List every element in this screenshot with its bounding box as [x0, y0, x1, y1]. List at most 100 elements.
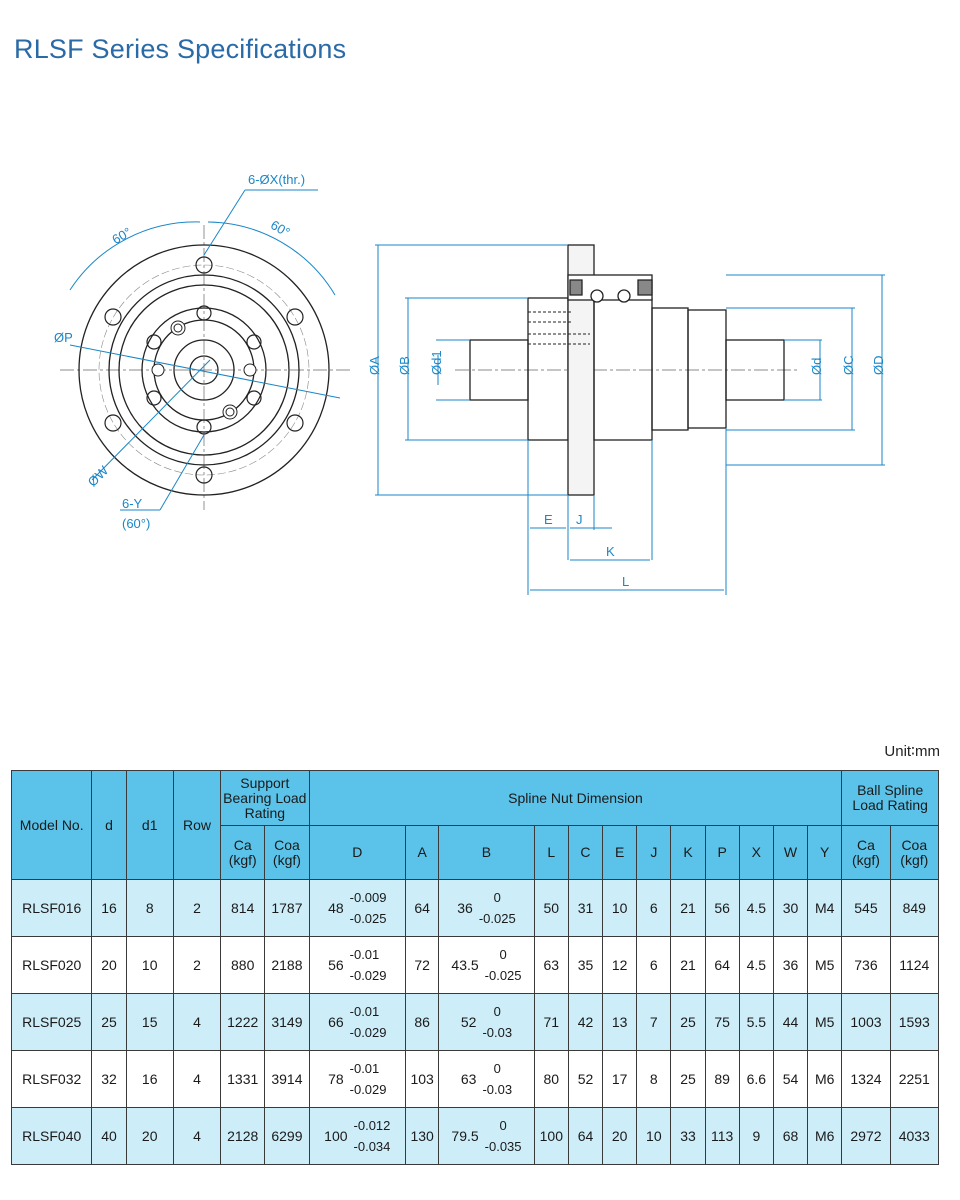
- angle-left-label: 60°: [109, 224, 134, 247]
- cell-C: 64: [567, 1107, 604, 1165]
- len-l-label: L: [622, 574, 629, 589]
- cell-d: 32: [91, 1050, 127, 1108]
- cell-coa2: 849: [889, 879, 940, 937]
- cell-coa: 1787: [264, 879, 310, 937]
- cell-D: 66-0.01-0.029: [308, 993, 407, 1051]
- front-view-dimensions: [69, 189, 341, 511]
- cell-coa: 6299: [264, 1107, 310, 1165]
- cell-E: 20: [602, 1107, 638, 1165]
- D-upper-tol: -0.012: [353, 1118, 391, 1133]
- B-nominal: 43.5: [451, 957, 479, 973]
- header-d1: d1: [125, 770, 174, 880]
- B-lower-tol: -0.025: [484, 968, 522, 983]
- D-nominal: 78: [328, 1071, 344, 1087]
- cell-X: 9: [738, 1107, 774, 1165]
- cell-A: 103: [405, 1050, 440, 1108]
- header-L: L: [533, 825, 569, 880]
- D-upper-tol: -0.01: [349, 947, 380, 962]
- cell-ca2: 1324: [841, 1050, 891, 1108]
- table-row: RLSF020 20 10 2 880 2188 56-0.01-0.029 7…: [10, 936, 940, 994]
- cell-ca2: 545: [841, 879, 891, 937]
- cell-K: 21: [670, 879, 706, 937]
- cell-J: 6: [636, 936, 672, 994]
- tap-angle-label: (60°): [122, 516, 150, 531]
- side-view: [455, 244, 800, 496]
- header-Y: Y: [807, 825, 843, 880]
- header-C: C: [567, 825, 604, 880]
- cell-coa2: 1593: [889, 993, 940, 1051]
- cell-W: 30: [772, 879, 809, 937]
- cell-W: 44: [772, 993, 809, 1051]
- B-nominal: 52: [460, 1014, 477, 1030]
- cell-W: 54: [772, 1050, 809, 1108]
- header-row: Row: [172, 770, 222, 880]
- cell-C: 42: [567, 993, 604, 1051]
- header-ca: Ca (kgf): [220, 825, 266, 880]
- D-nominal: 100: [324, 1128, 348, 1144]
- cell-E: 17: [602, 1050, 638, 1108]
- D-nominal: 48: [328, 900, 344, 916]
- cell-row: 4: [172, 993, 222, 1051]
- B-lower-tol: -0.03: [482, 1025, 513, 1040]
- dia-d1-label: Ød1: [429, 350, 444, 375]
- front-view: [60, 225, 350, 510]
- cell-d1: 10: [125, 936, 174, 994]
- cell-coa2: 2251: [889, 1050, 940, 1108]
- header-coa2: Coa (kgf): [889, 825, 940, 880]
- cell-E: 13: [602, 993, 638, 1051]
- cell-L: 63: [533, 936, 569, 994]
- header-K: K: [670, 825, 706, 880]
- table-row: RLSF032 32 16 4 1331 3914 78-0.01-0.029 …: [10, 1050, 940, 1108]
- dia-d-outer-label: ØD: [871, 356, 886, 376]
- cell-d1: 16: [125, 1050, 174, 1108]
- unit-label: Unit∶mm: [884, 743, 940, 760]
- D-upper-tol: -0.01: [349, 1061, 380, 1076]
- D-lower-tol: -0.029: [349, 968, 387, 983]
- cell-C: 35: [567, 936, 604, 994]
- header-W: W: [772, 825, 809, 880]
- D-lower-tol: -0.025: [349, 911, 387, 926]
- cell-J: 10: [636, 1107, 672, 1165]
- cell-model: RLSF040: [10, 1107, 93, 1165]
- cell-K: 25: [670, 1050, 706, 1108]
- cell-K: 25: [670, 993, 706, 1051]
- cell-K: 33: [670, 1107, 706, 1165]
- cell-coa: 3914: [264, 1050, 310, 1108]
- cell-K: 21: [670, 936, 706, 994]
- holes-label: 6-ØX(thr.): [248, 172, 305, 187]
- B-lower-tol: -0.025: [478, 911, 516, 926]
- cell-row: 4: [172, 1107, 222, 1165]
- cell-C: 52: [567, 1050, 604, 1108]
- side-view-dimensions: [375, 244, 885, 595]
- len-j-label: J: [576, 512, 583, 527]
- B-upper-tol: 0: [493, 1061, 501, 1076]
- cell-D: 56-0.01-0.029: [308, 936, 407, 994]
- cell-A: 64: [405, 879, 440, 937]
- cell-Y: M5: [807, 936, 843, 994]
- cell-A: 86: [405, 993, 440, 1051]
- cell-P: 113: [704, 1107, 740, 1165]
- table-row: RLSF025 25 15 4 1222 3149 66-0.01-0.029 …: [10, 993, 940, 1051]
- D-lower-tol: -0.029: [349, 1082, 387, 1097]
- cell-row: 2: [172, 879, 222, 937]
- cell-Y: M6: [807, 1050, 843, 1108]
- cell-d: 16: [91, 879, 127, 937]
- dia-b-label: ØB: [397, 356, 412, 375]
- cell-L: 80: [533, 1050, 569, 1108]
- cell-d: 40: [91, 1107, 127, 1165]
- page-title: RLSF Series Specifications: [14, 34, 347, 64]
- cell-coa: 3149: [264, 993, 310, 1051]
- cell-row: 4: [172, 1050, 222, 1108]
- header-spline-nut: Spline Nut Dimension: [308, 770, 843, 826]
- header-support-bearing: Support Bearing Load Rating: [220, 770, 310, 826]
- cell-L: 50: [533, 879, 569, 937]
- D-nominal: 66: [328, 1014, 344, 1030]
- dia-d-label: Ød: [809, 358, 824, 375]
- cell-X: 4.5: [738, 936, 774, 994]
- header-J: J: [636, 825, 672, 880]
- cell-coa: 2188: [264, 936, 310, 994]
- len-k-label: K: [606, 544, 615, 559]
- tap-label: 6-Y: [122, 496, 143, 511]
- B-upper-tol: 0: [493, 1004, 501, 1019]
